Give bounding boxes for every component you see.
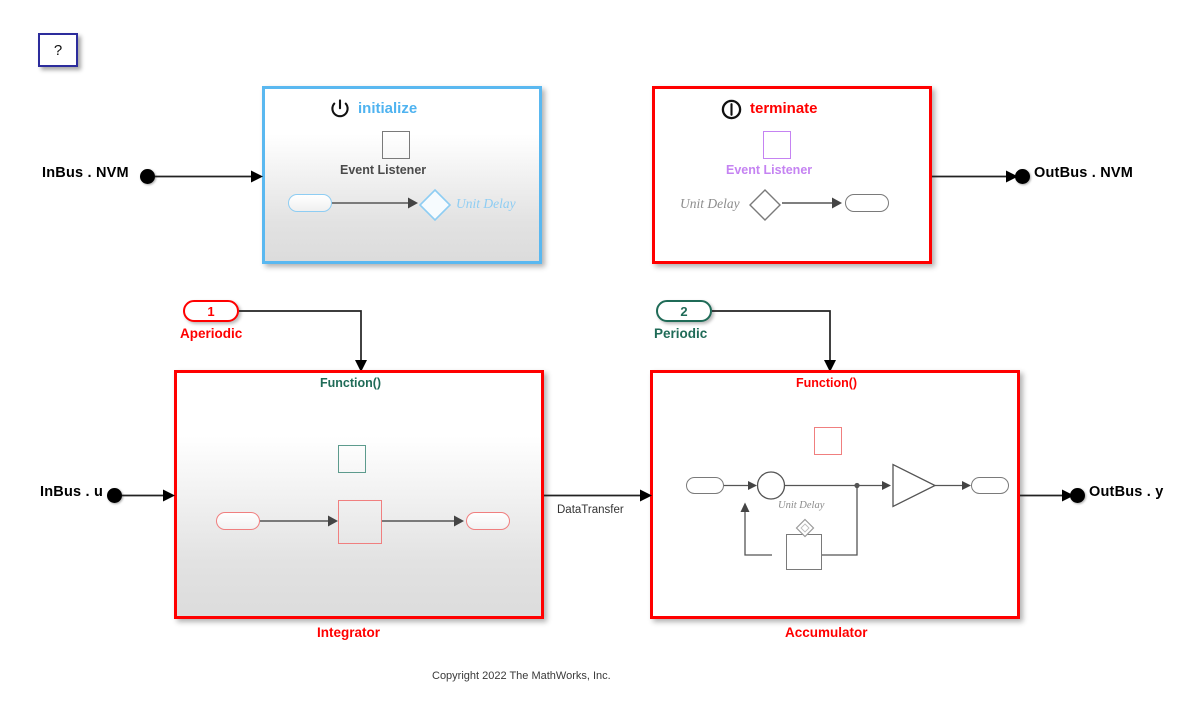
inbus-u-port[interactable]	[107, 488, 122, 503]
integrator-wire-out	[382, 515, 464, 527]
periodic-port-number: 2	[680, 303, 688, 319]
outbus-y-wire[interactable]	[1020, 487, 1076, 505]
initialize-inner-arrow	[332, 197, 418, 209]
datatransfer-wire[interactable]	[544, 487, 654, 505]
periodic-port[interactable]: 2	[656, 300, 712, 322]
help-button[interactable]: ?	[38, 33, 78, 67]
initialize-unit-delay-diamond[interactable]	[418, 188, 452, 222]
periodic-port-label: Periodic	[654, 326, 708, 341]
initialize-event-listener-label: Event Listener	[340, 163, 427, 177]
inbus-u-wire[interactable]	[122, 487, 177, 505]
terminate-outport-pill[interactable]	[845, 194, 889, 212]
aperiodic-port-number: 1	[207, 303, 215, 319]
accumulator-subsystem-block[interactable]	[650, 370, 1020, 619]
integrator-subsystem-block[interactable]	[174, 370, 544, 619]
integrator-core-block[interactable]	[338, 500, 382, 544]
outbus-nvm-port[interactable]	[1015, 169, 1030, 184]
terminate-event-listener-label: Event Listener	[726, 163, 813, 177]
initialize-event-listener-icon[interactable]	[382, 131, 410, 159]
power-icon	[331, 99, 349, 118]
accumulator-inport-pill[interactable]	[686, 477, 724, 494]
inbus-u-label: InBus . u	[40, 484, 104, 500]
terminate-subsystem-block[interactable]	[652, 86, 932, 264]
integrator-wire-in	[260, 515, 338, 527]
initialize-unit-delay-label: Unit Delay	[456, 196, 516, 211]
initialize-inport-pill[interactable]	[288, 194, 332, 212]
outbus-y-label: OutBus . y	[1089, 484, 1164, 500]
accumulator-unit-delay-state-diamond	[795, 518, 815, 538]
accumulator-unit-delay-block[interactable]	[786, 534, 822, 570]
copyright-text: Copyright 2022 The MathWorks, Inc.	[432, 670, 611, 682]
datatransfer-label: DataTransfer	[557, 504, 624, 516]
aperiodic-port-label: Aperiodic	[180, 326, 243, 341]
accumulator-function-caller-icon[interactable]	[814, 427, 842, 455]
accumulator-unit-delay-label: Unit Delay	[778, 500, 825, 511]
inbus-nvm-port[interactable]	[140, 169, 155, 184]
aperiodic-port[interactable]: 1	[183, 300, 239, 322]
accumulator-outport-pill[interactable]	[971, 477, 1009, 494]
terminate-event-listener-icon[interactable]	[763, 131, 791, 159]
outbus-nvm-wire[interactable]	[932, 168, 1020, 186]
integrator-function-label: Function()	[320, 376, 382, 390]
inbus-nvm-label: InBus . NVM	[42, 165, 129, 181]
initialize-subsystem-block[interactable]	[262, 86, 542, 264]
integrator-function-caller-icon[interactable]	[338, 445, 366, 473]
initialize-title: initialize	[358, 100, 418, 117]
terminate-title: terminate	[750, 100, 818, 117]
aperiodic-trigger-wire[interactable]	[239, 302, 371, 376]
integrator-outport-pill[interactable]	[466, 512, 510, 530]
outbus-nvm-label: OutBus . NVM	[1034, 165, 1134, 181]
outbus-y-port[interactable]	[1070, 488, 1085, 503]
integrator-block-name: Integrator	[317, 625, 381, 640]
terminate-unit-delay-label: Unit Delay	[680, 196, 740, 211]
periodic-trigger-wire[interactable]	[712, 302, 844, 376]
accumulator-function-label: Function()	[796, 376, 858, 390]
terminate-unit-delay-diamond[interactable]	[748, 188, 782, 222]
terminate-inner-arrow	[782, 197, 842, 209]
integrator-inport-pill[interactable]	[216, 512, 260, 530]
accumulator-block-name: Accumulator	[785, 625, 868, 640]
help-button-label: ?	[53, 41, 63, 59]
inbus-nvm-wire[interactable]	[155, 168, 265, 186]
accumulator-inner-wiring	[724, 463, 971, 560]
terminate-icon	[721, 99, 742, 120]
